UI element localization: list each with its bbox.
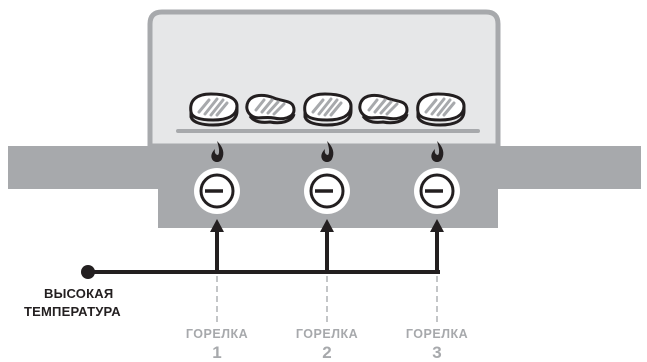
burner-word: ГОРЕЛКА bbox=[405, 327, 469, 341]
high-temperature-label-line2: ТЕМПЕРАТУРА bbox=[24, 304, 121, 319]
steak-icon bbox=[358, 93, 409, 125]
steak-icon bbox=[245, 93, 296, 125]
burner-knob-1[interactable] bbox=[194, 168, 240, 214]
burner-label-1: ГОРЕЛКА 1 bbox=[177, 328, 257, 361]
flame-icon bbox=[321, 141, 334, 162]
steaks bbox=[189, 92, 466, 127]
high-temperature-label-line1: ВЫСОКАЯ bbox=[44, 286, 114, 301]
high-temp-connector bbox=[81, 219, 444, 279]
burner-label-3: ГОРЕЛКА 3 bbox=[397, 328, 477, 361]
side-shelf-right bbox=[488, 146, 641, 189]
flame-icon bbox=[431, 141, 444, 162]
burner-word: ГОРЕЛКА bbox=[185, 327, 249, 341]
steak-icon bbox=[189, 92, 239, 127]
flame-icon bbox=[211, 141, 224, 162]
burner-label-2: ГОРЕЛКА 2 bbox=[287, 328, 367, 361]
steak-icon bbox=[303, 92, 353, 127]
burner-number: 1 bbox=[212, 342, 222, 362]
burner-number: 2 bbox=[322, 342, 332, 362]
arrow-up-icon bbox=[210, 219, 224, 232]
arrow-up-icon bbox=[430, 219, 444, 232]
side-shelf-left bbox=[8, 146, 160, 189]
arrow-up-icon bbox=[320, 219, 334, 232]
burner-knob-3[interactable] bbox=[414, 168, 460, 214]
burner-word: ГОРЕЛКА bbox=[295, 327, 359, 341]
burner-knob-2[interactable] bbox=[304, 168, 350, 214]
steak-icon bbox=[416, 92, 466, 127]
burner-number: 3 bbox=[432, 342, 442, 362]
dashed-guides bbox=[216, 276, 438, 322]
